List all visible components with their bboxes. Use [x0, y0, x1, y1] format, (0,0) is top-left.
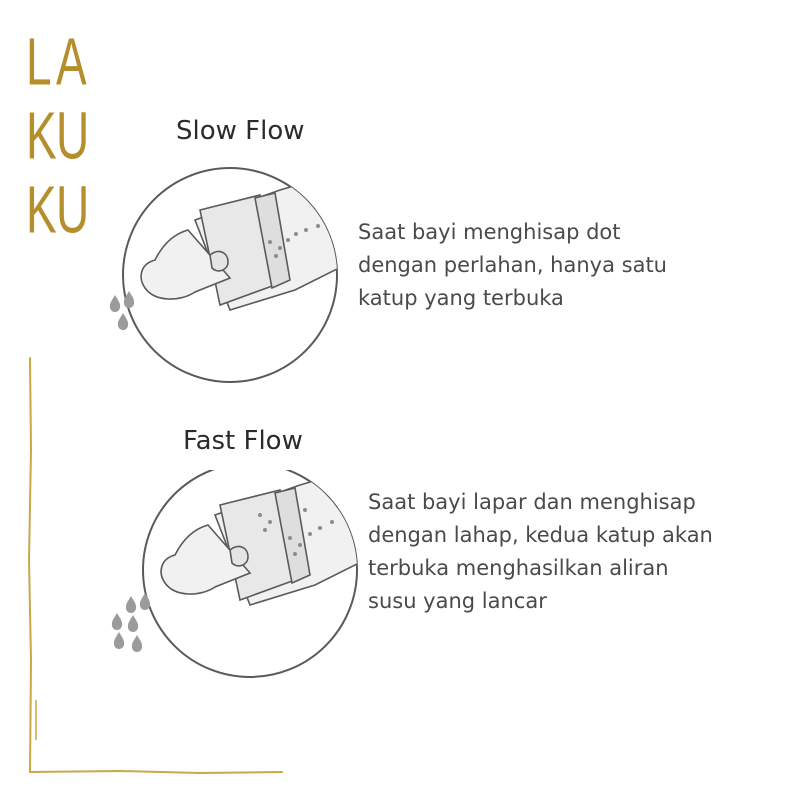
fast-flow-line-2: dengan lahap, kedua katup akan — [368, 523, 713, 547]
fast-flow-line-4: susu yang lancar — [368, 589, 547, 613]
slow-flow-nipple-illustration — [109, 167, 338, 383]
fast-flow-line-3: terbuka menghasilkan aliran — [368, 556, 669, 580]
fast-flow-title: Fast Flow — [183, 426, 303, 456]
brand-letter-6: U — [56, 171, 92, 248]
brand-letter-5: K — [26, 171, 59, 248]
fast-flow-nipple-illustration — [111, 470, 358, 678]
fast-flow-description: Saat bayi lapar dan menghisap dengan lah… — [368, 486, 713, 618]
fast-flow-line-1: Saat bayi lapar dan menghisap — [368, 490, 696, 514]
slow-flow-description: Saat bayi menghisap dot dengan perlahan,… — [358, 216, 667, 315]
brand-letter-3: K — [26, 97, 59, 174]
brand-letter-1: L — [26, 23, 54, 100]
brand-letter-4: U — [56, 97, 92, 174]
milk-drops-many — [111, 593, 151, 652]
brand-logo: L A K U K U — [26, 28, 96, 258]
slow-flow-line-1: Saat bayi menghisap dot — [358, 220, 621, 244]
slow-flow-title: Slow Flow — [176, 116, 305, 146]
slow-flow-line-2: dengan perlahan, hanya satu — [358, 253, 667, 277]
slow-flow-line-3: katup yang terbuka — [358, 286, 564, 310]
milk-drops-few — [109, 291, 135, 330]
brand-letter-2: A — [56, 23, 89, 100]
